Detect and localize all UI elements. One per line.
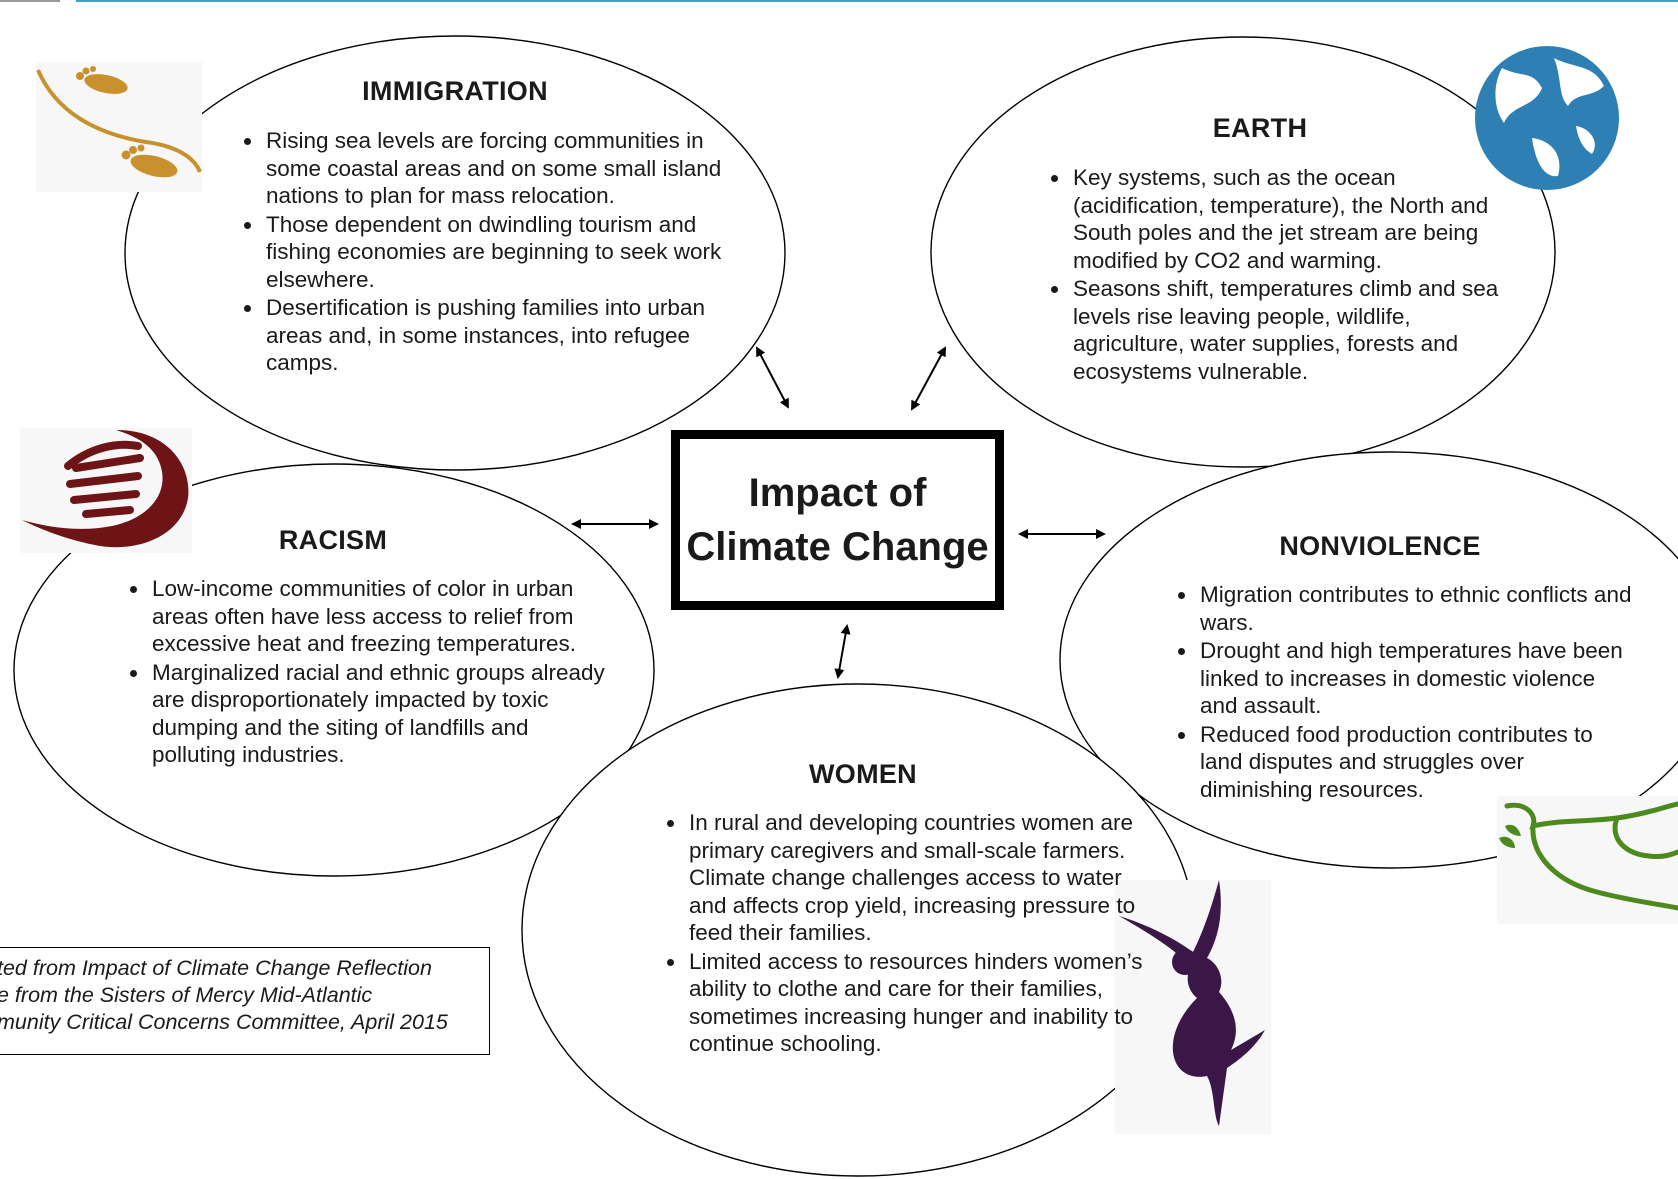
list-item: Those dependent on dwindling tourism and…: [264, 211, 729, 294]
footprints-icon: [36, 62, 202, 192]
list-racism: Low-income communities of color in urban…: [108, 575, 610, 770]
heading-immigration: IMMIGRATION: [362, 76, 548, 106]
arrow-immigration: [756, 346, 789, 409]
ellipse-nonviolence: [1059, 451, 1678, 869]
clasped-hands-icon: [20, 428, 192, 553]
list-earth: Key systems, such as the ocean (acidific…: [1029, 164, 1526, 386]
dancer-icon: [1115, 880, 1271, 1134]
dove-icon: [1497, 796, 1678, 924]
list-item: Migration contributes to ethnic conflict…: [1198, 581, 1638, 636]
citation-line: munity Critical Concerns Committee, Apri…: [0, 1010, 448, 1034]
ellipse-racism: [13, 463, 655, 877]
ellipse-immigration: [124, 35, 786, 471]
citation-line: e from the Sisters of Mercy Mid-Atlantic: [0, 983, 373, 1007]
list-item: Marginalized racial and ethnic groups al…: [150, 659, 610, 769]
list-item: Seasons shift, temperatures climb and se…: [1071, 275, 1526, 385]
list-item: Rising sea levels are forcing communitie…: [264, 127, 729, 210]
center-title: Impact of Climate Change: [686, 471, 989, 569]
globe-icon: [1475, 46, 1619, 190]
list-item: In rural and developing countries women …: [687, 809, 1157, 947]
heading-nonviolence: NONVIOLENCE: [1279, 531, 1481, 561]
heading-racism: RACISM: [278, 525, 388, 555]
list-item: Limited access to resources hinders wome…: [687, 948, 1157, 1058]
top-accent-line: [76, 0, 1678, 2]
list-item: Reduced food production contributes to l…: [1198, 721, 1638, 804]
top-tab-line: [0, 0, 60, 2]
list-women: In rural and developing countries women …: [645, 809, 1157, 1059]
ellipse-earth: [930, 36, 1556, 468]
list-item: Low-income communities of color in urban…: [150, 575, 610, 658]
list-item: Drought and high temperatures have been …: [1198, 637, 1638, 720]
citation-line: ted from Impact of Climate Change Reflec…: [0, 956, 432, 980]
list-immigration: Rising sea levels are forcing communitie…: [222, 127, 729, 378]
arrow-earth: [911, 346, 946, 411]
arrow-women: [834, 624, 851, 679]
list-item: Key systems, such as the ocean (acidific…: [1071, 164, 1526, 274]
list-item: Desertification is pushing families into…: [264, 294, 729, 377]
heading-women: WOMEN: [809, 759, 917, 789]
center-title-box: Impact of Climate Change: [671, 430, 1004, 610]
list-nonviolence: Migration contributes to ethnic conflict…: [1156, 581, 1638, 804]
heading-earth: EARTH: [1212, 113, 1308, 143]
citation-box: ted from Impact of Climate Change Reflec…: [0, 947, 490, 1055]
